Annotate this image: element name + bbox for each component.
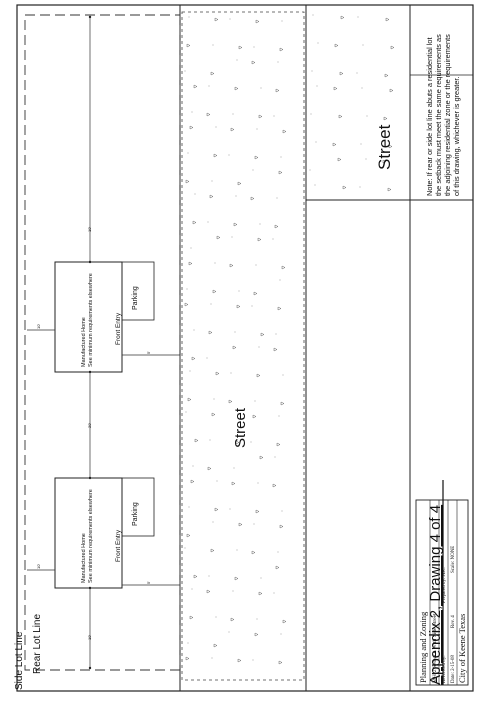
dim-front-setback-1: 5'	[146, 351, 151, 354]
side-lot-line-label: Side Lot Line	[14, 631, 25, 690]
upper-street-texture	[309, 14, 395, 192]
home-2-subtitle: See minimum requirements elsewhere	[88, 489, 94, 583]
tb-line4-group: Date: 2-15-08 Rev. 4 Scale: NONE	[451, 546, 456, 683]
tb-drawing-name: MH-2 Setback With Side Street	[432, 613, 438, 683]
home-1-text: Manufactured Home See minimum requiremen…	[81, 273, 94, 367]
tb-rev: Rev. 4	[451, 615, 456, 628]
sheet-border	[16, 4, 474, 692]
street-label-2-group: Street	[375, 124, 394, 170]
tb-reviewed-by: Reviewed by:	[442, 655, 447, 683]
dim-front-setback-2: 5'	[146, 581, 151, 584]
tb-line3-group: Reviewed by: Prepared by: JDC	[442, 567, 447, 683]
dim-left-setback: 10'	[87, 635, 92, 640]
street-label-main: Street	[232, 407, 249, 448]
street-area	[181, 11, 305, 681]
tb-date: Date: 2-15-08	[451, 655, 456, 683]
street-texture	[184, 16, 287, 665]
street-label-1-group: Street	[232, 407, 249, 448]
lot-boundary	[24, 14, 181, 671]
tb-planning-zoning: Planning and Zoning	[418, 611, 428, 683]
home-2-title: Manufactured Home	[81, 533, 87, 583]
home-1-title: Manufactured Home	[81, 317, 87, 367]
side-lot-line-group: Side Lot Line	[14, 631, 25, 690]
dimension-arrows	[88, 15, 92, 670]
rear-lot-line-label: Rear Lot Line	[32, 614, 43, 674]
home-2-text: Manufactured Home See minimum requiremen…	[81, 489, 94, 583]
front-entry-1: Front Entry	[115, 312, 122, 345]
note-line-1: Note: If rear or side lot line abuts a r…	[425, 37, 434, 196]
note-line-2: the setback must meet the same requireme…	[434, 34, 443, 196]
note-block: Note: If rear or side lot line abuts a r…	[425, 34, 461, 196]
tb-city: City of Keene Texas	[457, 614, 467, 683]
front-entry-1-group: Front Entry	[115, 312, 122, 345]
appendix-title: Appendix 2, Drawing 4 of 4	[427, 505, 444, 685]
tb-line1-group: Planning and Zoning	[418, 611, 428, 683]
appendix-title-group: Appendix 2, Drawing 4 of 4	[427, 480, 444, 685]
note-line-4: of this drawing, whichever is greater.	[452, 76, 461, 196]
title-block-rules	[429, 500, 458, 685]
dimension-labels: 10' 20' 10' 10' 10' 5' 5'	[36, 227, 151, 640]
dim-rear-setback-2: 10'	[36, 564, 41, 569]
dimension-lines	[27, 17, 180, 668]
parking-pad-1	[121, 261, 155, 321]
dim-right-setback: 10'	[87, 227, 92, 232]
dim-rear-setback-1: 10'	[36, 324, 41, 329]
dim-between-homes: 20'	[87, 423, 92, 428]
rear-lot-line-group: Rear Lot Line	[32, 614, 43, 674]
parking-2-label: Parking	[132, 502, 139, 526]
front-entry-2: Front Entry	[115, 529, 122, 562]
tb-line5-group: City of Keene Texas	[457, 614, 467, 683]
title-block	[415, 499, 469, 686]
parking-2-group: Parking	[132, 502, 139, 526]
note-line-3: the adjoining residential zone or the re…	[443, 34, 452, 196]
home-1-subtitle: See minimum requirements elsewhere	[88, 273, 94, 367]
front-entry-2-group: Front Entry	[115, 529, 122, 562]
parking-1-group: Parking	[132, 286, 139, 310]
tb-scale: Scale: NONE	[451, 546, 456, 573]
street-label-upper: Street	[375, 124, 394, 170]
parking-1-label: Parking	[132, 286, 139, 310]
tb-prepared-by: Prepared by: JDC	[442, 567, 447, 603]
tb-line2-group: MH-2 Setback With Side Street	[432, 613, 438, 683]
parking-pad-2	[121, 477, 155, 537]
